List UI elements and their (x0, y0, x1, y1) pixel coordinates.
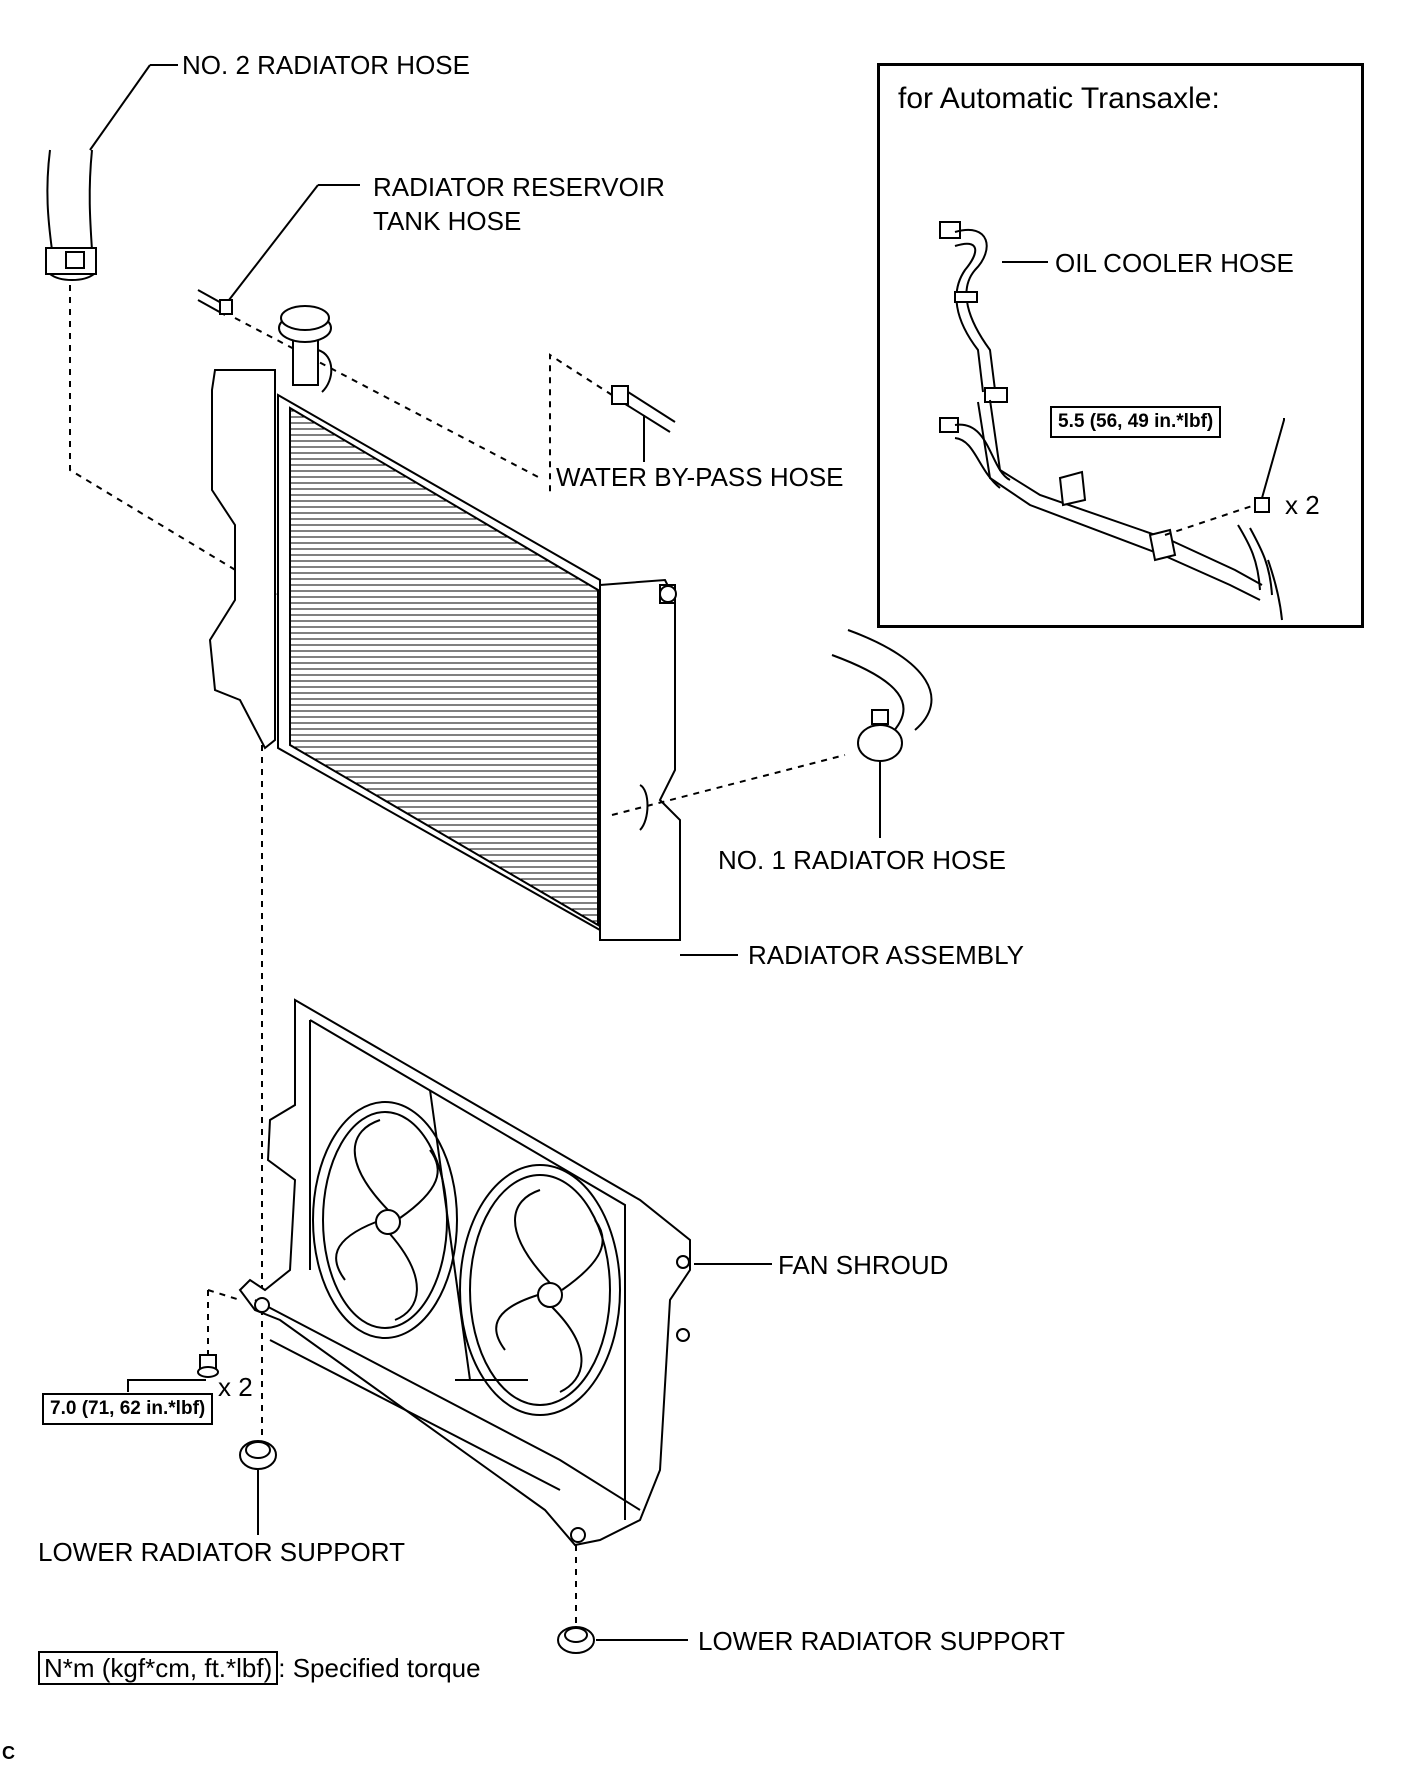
inset-torque-spec: 5.5 (56, 49 in.*lbf) (1050, 406, 1222, 438)
inset-title: for Automatic Transaxle: (898, 82, 1220, 115)
water-bypass-hose (549, 353, 676, 492)
torque-legend: N*m (kgf*cm, ft.*lbf): Specified torque (38, 1651, 481, 1685)
lower-support-left (127, 1289, 277, 1535)
torque-legend-text: : Specified torque (278, 1653, 481, 1683)
water-bypass-hose-label: WATER BY-PASS HOSE (556, 462, 844, 492)
fan-shroud-label: FAN SHROUD (778, 1250, 949, 1280)
inset-qty-label: x 2 (1285, 490, 1320, 520)
lower-support-right (557, 1545, 688, 1654)
no2-radiator-hose-label: NO. 2 RADIATOR HOSE (182, 50, 470, 80)
no1-radiator-hose (831, 629, 933, 838)
oil-cooler-hose-label: OIL COOLER HOSE (1055, 248, 1294, 278)
no1-radiator-hose-label: NO. 1 RADIATOR HOSE (718, 845, 1006, 875)
radiator-assembly (208, 305, 846, 956)
oil-cooler-hose (939, 221, 1285, 621)
automatic-transaxle-inset: for Automatic Transaxle: (877, 63, 1364, 628)
bolt-torque-spec: 7.0 (71, 62 in.*lbf) (42, 1393, 214, 1425)
reservoir-hose-label-line1: RADIATOR RESERVOIR (373, 172, 665, 202)
no2-radiator-hose (45, 64, 178, 281)
lower-support-right-label: LOWER RADIATOR SUPPORT (698, 1626, 1065, 1656)
figure-code: C (2, 1743, 15, 1763)
radiator-assembly-label: RADIATOR ASSEMBLY (748, 940, 1024, 970)
fan-shroud (238, 998, 772, 1547)
reservoir-tank-hose (197, 184, 541, 479)
bolt-qty-label: x 2 (218, 1372, 253, 1402)
reservoir-hose-label-line2: TANK HOSE (373, 206, 522, 236)
lower-support-left-label: LOWER RADIATOR SUPPORT (38, 1537, 405, 1567)
torque-unit-box: N*m (kgf*cm, ft.*lbf) (38, 1651, 279, 1685)
